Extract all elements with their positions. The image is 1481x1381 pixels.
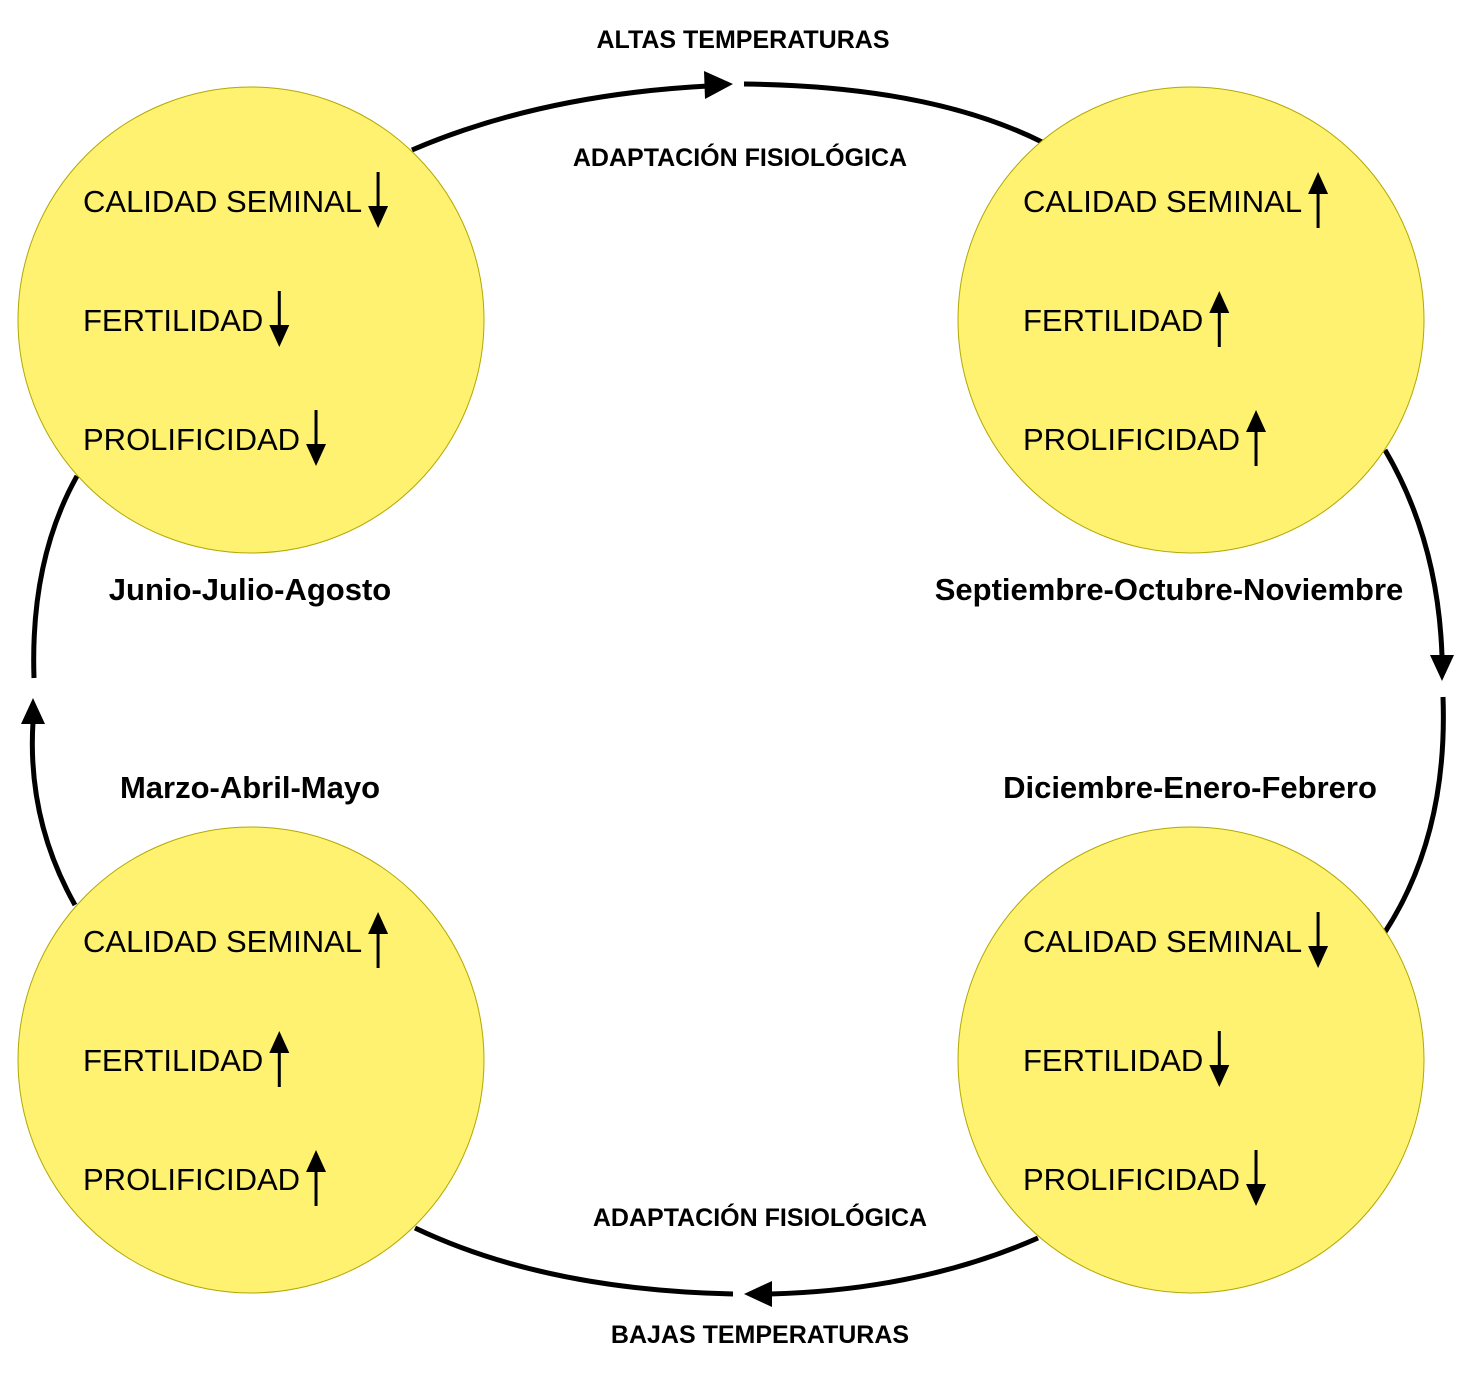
- indicator-label-calidad-seminal: CALIDAD SEMINAL: [83, 924, 362, 959]
- arrow-up-icon: [21, 698, 45, 724]
- cycle-arc-left-lower: [29, 721, 78, 907]
- cycle-arc-right-lower: [1382, 696, 1446, 934]
- season-label-bottom-left: Marzo-Abril-Mayo: [120, 770, 380, 805]
- season-circle-bottom-left: CALIDAD SEMINAL FERTILIDAD PROLIFICIDAD: [17, 826, 485, 1294]
- indicator-label-calidad-seminal: CALIDAD SEMINAL: [1023, 184, 1302, 219]
- season-circle-bottom-right: CALIDAD SEMINAL FERTILIDAD PROLIFICIDAD: [957, 826, 1425, 1294]
- cycle-arc-bottom-right: [769, 1235, 1040, 1297]
- indicator-label-fertilidad: FERTILIDAD: [1023, 303, 1203, 338]
- arrow-up-icon: [1209, 291, 1230, 347]
- indicator-label-fertilidad: FERTILIDAD: [83, 1043, 263, 1078]
- arrow-up-icon: [1246, 410, 1267, 466]
- cycle-arc-top-right: [743, 81, 1044, 145]
- season-circle-top-left: CALIDAD SEMINAL FERTILIDAD PROLIFICIDAD: [17, 86, 485, 554]
- bottom-temperature-label: BAJAS TEMPERATURAS: [611, 1321, 909, 1349]
- indicator-label-prolificidad: PROLIFICIDAD: [83, 422, 300, 457]
- indicator-label-prolificidad: PROLIFICIDAD: [1023, 422, 1240, 457]
- season-label-top-left: Junio-Julio-Agosto: [109, 572, 391, 607]
- indicator-label-calidad-seminal: CALIDAD SEMINAL: [83, 184, 362, 219]
- arrow-down-icon: [306, 410, 327, 466]
- indicator-label-prolificidad: PROLIFICIDAD: [83, 1162, 300, 1197]
- circle-shape: [17, 86, 485, 554]
- indicator-label-fertilidad: FERTILIDAD: [1023, 1043, 1203, 1078]
- indicator-label-calidad-seminal: CALIDAD SEMINAL: [1023, 924, 1302, 959]
- top-temperature-label: ALTAS TEMPERATURAS: [596, 26, 889, 54]
- arrow-down-icon: [1209, 1031, 1230, 1087]
- arrow-down-icon: [1246, 1150, 1267, 1206]
- cycle-arc-left-upper: [31, 474, 80, 679]
- arrow-up-icon: [1308, 172, 1329, 228]
- season-label-top-right: Septiembre-Octubre-Noviembre: [935, 572, 1404, 607]
- top-adaptation-label: ADAPTACIÓN FISIOLÓGICA: [573, 142, 907, 172]
- indicator-label-fertilidad: FERTILIDAD: [83, 303, 263, 338]
- season-circle-top-right: CALIDAD SEMINAL FERTILIDAD PROLIFICIDAD: [957, 86, 1425, 554]
- cycle-arc-right-upper: [1382, 448, 1445, 657]
- arrow-up-icon: [368, 912, 389, 968]
- arrow-down-icon: [368, 172, 389, 228]
- cycle-arc-bottom-left: [413, 1225, 734, 1297]
- arrow-down-icon: [1308, 912, 1329, 968]
- arrow-down-icon: [1430, 655, 1454, 681]
- indicator-label-prolificidad: PROLIFICIDAD: [1023, 1162, 1240, 1197]
- arrow-up-icon: [306, 1150, 327, 1206]
- arrow-left-icon: [744, 1281, 772, 1307]
- circle-shape: [957, 826, 1425, 1294]
- bottom-adaptation-label: ADAPTACIÓN FISIOLÓGICA: [593, 1202, 927, 1232]
- cycle-arc-top-left: [411, 83, 709, 153]
- circle-shape: [17, 826, 485, 1294]
- arrow-down-icon: [269, 291, 290, 347]
- arrow-up-icon: [269, 1031, 290, 1087]
- circle-shape: [957, 86, 1425, 554]
- season-label-bottom-right: Diciembre-Enero-Febrero: [1003, 770, 1377, 805]
- arrow-right-icon: [704, 71, 733, 99]
